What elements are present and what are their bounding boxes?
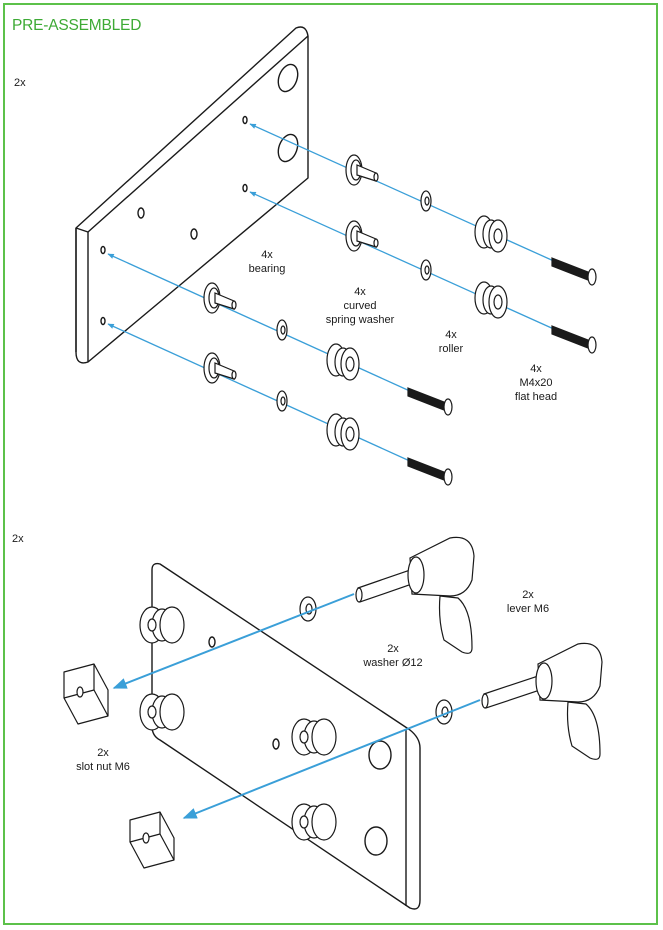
top-bearings	[203, 154, 379, 384]
spring-washer-label: 4x curved spring washer	[314, 285, 406, 327]
spring-washer-qty: 4x	[354, 286, 366, 298]
screw-4	[407, 457, 453, 486]
bearing-label: 4x bearing	[244, 248, 290, 276]
slot-nut-1	[63, 663, 109, 725]
flat-head-screw-qty: 4x	[530, 363, 542, 375]
flat-head-screw-name: M4x20	[519, 377, 553, 389]
flat-head-screw-name-2: flat head	[514, 391, 558, 403]
bottom-roller-4	[291, 803, 337, 841]
bearing-1	[345, 154, 379, 186]
top-plate	[75, 26, 309, 364]
slot-nut-2	[129, 811, 175, 869]
bottom-roller-2	[139, 693, 185, 731]
spring-washer-name-2: spring washer	[325, 314, 395, 326]
spring-washer-4	[276, 390, 288, 412]
bottom-assembly-arrows	[112, 593, 481, 819]
bottom-washers	[299, 596, 453, 725]
roller-1	[474, 215, 508, 253]
roller-qty: 4x	[445, 329, 457, 341]
top-flat-head-screws	[407, 257, 597, 486]
screw-1	[551, 257, 597, 286]
bottom-plate	[151, 562, 421, 910]
slot-nut-qty: 2x	[97, 747, 109, 759]
bearing-name: bearing	[248, 263, 286, 275]
bottom-levers	[355, 536, 603, 760]
washer-qty: 2x	[387, 643, 399, 655]
roller-3	[326, 343, 360, 381]
screw-2	[551, 325, 597, 354]
page-title: PRE-ASSEMBLED	[12, 17, 142, 34]
washer-label: 2x washer Ø12	[358, 642, 428, 670]
flat-head-screw-label: 4x M4x20 flat head	[506, 362, 566, 404]
lever-qty: 2x	[522, 589, 534, 601]
bearing-qty: 4x	[261, 249, 273, 261]
bearing-3	[203, 282, 237, 314]
roller-label: 4x roller	[428, 328, 474, 356]
spring-washer-1	[420, 190, 432, 212]
lever-name: lever M6	[506, 603, 550, 615]
spring-washer-3	[276, 319, 288, 341]
lever-2	[481, 642, 603, 760]
spring-washer-2	[420, 259, 432, 281]
bottom-quantity-label: 2x	[12, 533, 24, 545]
washer-1	[299, 596, 317, 622]
roller-2	[474, 281, 508, 319]
lever-1	[355, 536, 475, 654]
slot-nut-label: 2x slot nut M6	[66, 746, 140, 774]
figure-frame	[3, 3, 658, 925]
bearing-2	[345, 220, 379, 252]
bottom-roller-1	[139, 606, 185, 644]
washer-name: washer Ø12	[363, 657, 423, 669]
bearing-4	[203, 352, 237, 384]
top-rollers	[326, 215, 508, 451]
bottom-rollers	[139, 606, 337, 841]
spring-washer-name: curved	[343, 300, 377, 312]
top-quantity-label: 2x	[14, 77, 26, 89]
roller-name: roller	[438, 343, 464, 355]
lever-label: 2x lever M6	[500, 588, 556, 616]
bottom-slot-nuts	[63, 663, 175, 869]
slot-nut-name: slot nut M6	[76, 761, 130, 773]
roller-4	[326, 413, 360, 451]
top-spring-washers	[276, 190, 432, 412]
bottom-roller-3	[291, 718, 337, 756]
screw-3	[407, 387, 453, 416]
